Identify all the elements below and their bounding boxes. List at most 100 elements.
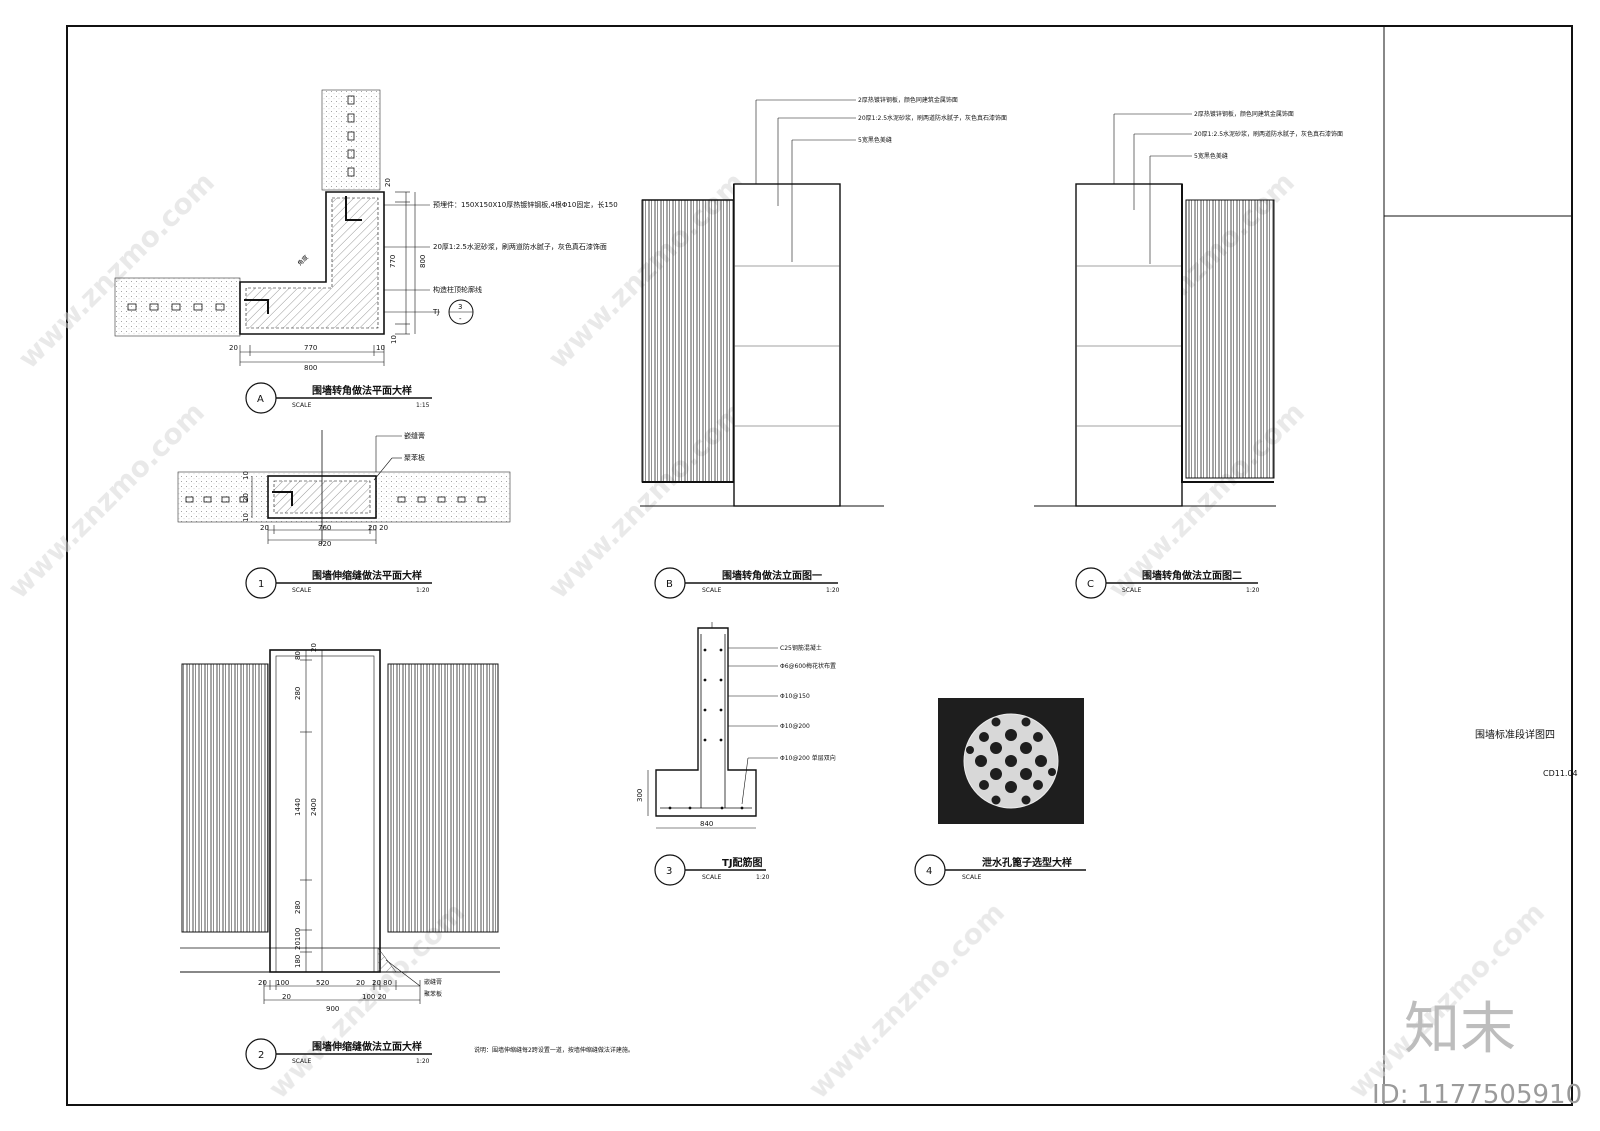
- dim-text: 10: [390, 335, 398, 344]
- detail-a-plan: 20 770 10 800 20 770 10 800 角度 预埋件：150X1…: [114, 89, 618, 414]
- note-text: 20厚1:2.5水泥砂浆，刷两道防水腻子，灰色真石漆饰面: [433, 242, 607, 251]
- rebar-text: C25钢筋混凝土: [780, 644, 822, 652]
- note-text: 5宽黑色美缝: [1194, 152, 1228, 160]
- dim-text: 800: [304, 364, 317, 372]
- label-text: 嵌缝膏: [404, 431, 425, 440]
- sheet-border: [66, 25, 1573, 1106]
- dim-text: 10: [242, 513, 250, 522]
- rebar-text: Φ10@150: [780, 693, 810, 700]
- scale-value: 1:15: [416, 402, 430, 409]
- dim-text: 800: [419, 255, 427, 268]
- label-text: 嵌缝膏: [424, 978, 442, 986]
- dim-text: 280: [294, 687, 302, 700]
- dim-text: 20: [258, 979, 267, 987]
- note-text: 20厚1:2.5水泥砂浆，刷两道防水腻子，灰色真石漆饰面: [858, 114, 1007, 122]
- dim-text: 10: [242, 471, 250, 480]
- title-block: 围墙标准段详图四 CD11.04 知末 ID: 1177505910: [1372, 728, 1582, 1110]
- scale-value: 1:20: [756, 874, 770, 881]
- remark-text: 说明：围墙伸缩缝每2跨设置一道，按墙伸缩缝做法详建施。: [474, 1046, 634, 1054]
- dim-text: 20: [260, 524, 269, 532]
- watermark-logo: 知末: [1404, 997, 1516, 1062]
- rebar-text: Φ10@200: [780, 723, 810, 730]
- detail-title: TJ配筋图: [722, 856, 763, 869]
- watermark-text: www.znzmo.com: [802, 896, 1011, 1105]
- detail-marker: 4: [926, 866, 932, 877]
- watermark-id: ID: 1177505910: [1372, 1080, 1582, 1110]
- detail-marker: B: [666, 579, 673, 590]
- scale-value: 1:20: [416, 587, 430, 594]
- watermark-text: www.znzmo.com: [12, 166, 221, 375]
- sheet-number: CD11.04: [1543, 769, 1578, 778]
- dim-text: 280: [294, 901, 302, 914]
- detail-title: 围墙转角做法立面图二: [1142, 569, 1242, 582]
- dim-text: 300: [636, 789, 644, 802]
- note-text: 构造柱顶轮廓线: [433, 285, 482, 294]
- note-text: 2厚热镀锌钢板，颜色同建筑金属饰面: [858, 96, 958, 104]
- dim-text: 760: [318, 524, 331, 532]
- dim-text: 20 20: [368, 524, 388, 532]
- detail-marker: 1: [258, 579, 264, 590]
- dim-text: 20: [310, 643, 318, 652]
- rebar-text: Φ6@600梅花状布置: [780, 662, 836, 670]
- detail-title: 泄水孔篦子选型大样: [982, 856, 1072, 869]
- detail-marker: A: [257, 394, 264, 405]
- ref-sheet: -: [459, 315, 462, 323]
- detail-2-elevation: 80 20 280 1440 2400 280 20100 180 20 100…: [180, 643, 634, 1070]
- detail-marker: 3: [666, 866, 672, 877]
- scale-label: SCALE: [702, 587, 721, 594]
- detail-marker: C: [1087, 579, 1094, 590]
- detail-b-elevation: 2厚热镀锌钢板，颜色同建筑金属饰面 20厚1:2.5水泥砂浆，刷两道防水腻子，灰…: [640, 96, 1007, 599]
- note-text: 5宽黑色美缝: [858, 136, 892, 144]
- dim-text: 1440: [294, 798, 302, 816]
- scale-label: SCALE: [962, 874, 981, 881]
- scale-value: 1:20: [826, 587, 840, 594]
- detail-title: 围墙伸缩缝做法平面大样: [312, 569, 422, 582]
- dim-text: 100 20: [362, 993, 387, 1001]
- dim-text: 180: [294, 955, 302, 968]
- dim-text: 840: [700, 820, 713, 828]
- detail-3-rebar: C25钢筋混凝土 Φ6@600梅花状布置 Φ10@150 Φ10@200 Φ10…: [636, 622, 836, 886]
- note-text: 20厚1:2.5水泥砂浆，刷两道防水腻子，灰色真石漆饰面: [1194, 130, 1343, 138]
- dim-text: 20100: [294, 928, 302, 950]
- rebar-text: Φ10@200 单层双向: [780, 754, 836, 762]
- dim-text: 20: [242, 493, 250, 502]
- ref-number: 3: [458, 303, 462, 311]
- label-text: 聚苯板: [424, 990, 442, 998]
- detail-marker: 2: [258, 1050, 264, 1061]
- dim-text: 20: [384, 178, 392, 187]
- angle-label: 角度: [296, 253, 310, 267]
- detail-1-plan: 嵌缝膏 聚苯板 20 760 20 20 820 10 10 20 1 围墙伸缩…: [177, 430, 511, 599]
- sheet-name: 围墙标准段详图四: [1475, 728, 1555, 741]
- dim-text: 10: [376, 344, 385, 352]
- detail-4-grate: 4 泄水孔篦子选型大样 SCALE: [914, 698, 1086, 886]
- ref-label: TJ: [432, 308, 439, 316]
- note-text: 2厚热镀锌钢板，颜色同建筑金属饰面: [1194, 110, 1294, 118]
- dim-text: 20 80: [372, 979, 392, 987]
- scale-label: SCALE: [292, 402, 311, 409]
- note-text: 预埋件：150X150X10厚热镀锌钢板,4根Φ10固定，长150: [433, 200, 618, 209]
- dim-text: 770: [389, 255, 397, 268]
- dim-text: 770: [304, 344, 317, 352]
- detail-title: 围墙转角做法平面大样: [312, 384, 412, 397]
- dim-text: 2400: [310, 798, 318, 816]
- detail-title: 围墙转角做法立面图一: [722, 569, 822, 582]
- grate-holes: [966, 717, 1056, 805]
- dim-text: 100: [276, 979, 289, 987]
- detail-c-elevation: 2厚热镀锌钢板，颜色同建筑金属饰面 20厚1:2.5水泥砂浆，刷两道防水腻子，灰…: [1034, 110, 1343, 599]
- dim-text: 20: [356, 979, 365, 987]
- dim-text: 80: [294, 651, 302, 660]
- scale-label: SCALE: [292, 1058, 311, 1065]
- scale-label: SCALE: [292, 587, 311, 594]
- detail-title: 围墙伸缩缝做法立面大样: [312, 1040, 422, 1053]
- dim-text: 820: [318, 540, 331, 548]
- dim-text: 520: [316, 979, 329, 987]
- dim-text: 20: [282, 993, 291, 1001]
- dim-text: 20: [229, 344, 238, 352]
- scale-label: SCALE: [702, 874, 721, 881]
- label-text: 聚苯板: [404, 453, 425, 462]
- scale-label: SCALE: [1122, 587, 1141, 594]
- scale-value: 1:20: [416, 1058, 430, 1065]
- dim-text: 900: [326, 1005, 339, 1013]
- scale-value: 1:20: [1246, 587, 1260, 594]
